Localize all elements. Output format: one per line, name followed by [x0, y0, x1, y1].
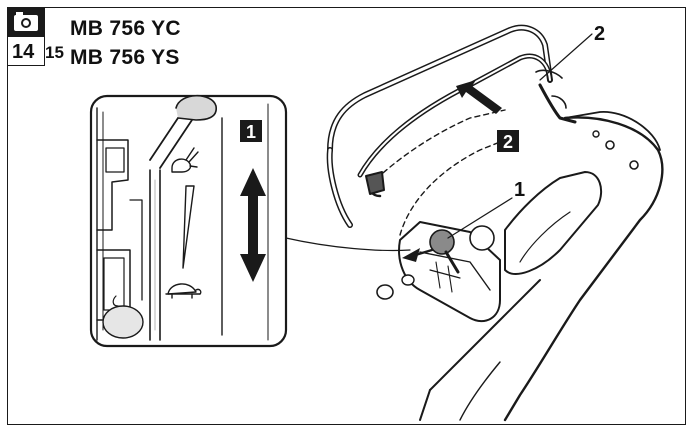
inset-leader-line [285, 237, 411, 252]
pull-arrow [456, 80, 502, 114]
step-2-label: 2 [503, 132, 513, 152]
callout-2: 2 [594, 23, 605, 45]
page-number: 14 [12, 41, 35, 63]
callout-1-leader [447, 197, 513, 239]
lever-arrow [402, 248, 420, 262]
callout-1: 1 [514, 179, 525, 201]
up-down-arrow [240, 168, 266, 282]
camera-icon [14, 12, 38, 31]
step-1-badge [240, 120, 262, 142]
detail-inset: 1 [89, 94, 288, 348]
camera-badge [7, 7, 45, 37]
callout-2-leader [539, 33, 593, 81]
handle-assembly [326, 24, 664, 422]
model-name-2: MB 756 YS [70, 46, 180, 69]
turtle-icon [165, 283, 202, 299]
step-2-badge [497, 130, 519, 152]
page-number-next: 15 [45, 43, 64, 62]
step-1-label: 1 [246, 122, 256, 142]
page-number-box [7, 37, 45, 66]
model-name-1: MB 756 YC [70, 17, 181, 40]
rabbit-icon [171, 147, 199, 173]
